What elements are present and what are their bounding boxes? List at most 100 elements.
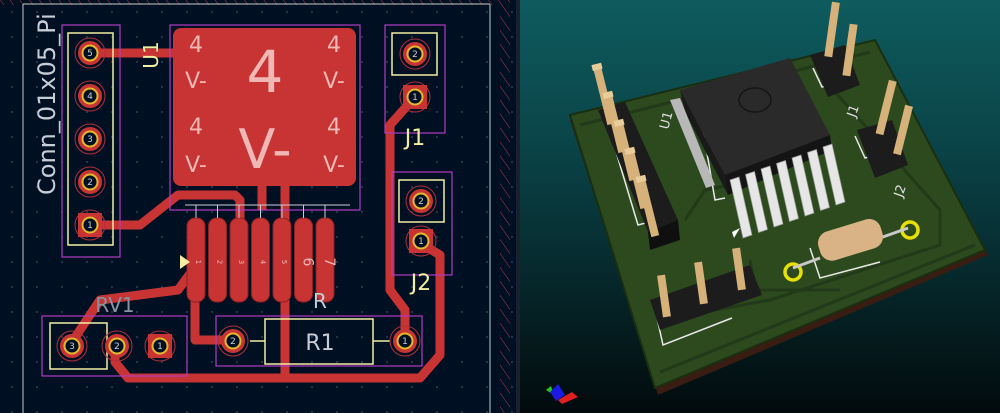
3d-header-pin xyxy=(636,176,660,238)
r1-ref-label: R1 xyxy=(305,331,334,356)
courtyard xyxy=(61,24,121,258)
3d-ic-lead xyxy=(776,160,799,222)
pad-number: 1 xyxy=(157,342,163,352)
pad[interactable]: 5 xyxy=(74,37,106,69)
u1-corner-name: V- xyxy=(323,69,345,94)
track-conn1-u1 xyxy=(90,190,245,240)
pad[interactable]: 1 xyxy=(389,325,421,357)
smd-pad[interactable]: 1 xyxy=(186,205,206,303)
smd-pad-number: 7 xyxy=(321,258,337,267)
pad[interactable]: 3 xyxy=(56,330,88,362)
smd-pad[interactable]: 4 xyxy=(251,205,270,303)
courtyard xyxy=(391,171,453,276)
footprint-conn-01x05[interactable]: 5 4 3 2 1 Conn_01x05_Pi xyxy=(33,13,121,258)
pad-hole xyxy=(406,88,424,106)
pad-number: 2 xyxy=(418,197,424,207)
conn-value-label: Conn_01x05_Pi xyxy=(33,13,61,195)
u1-ref-label: U1 xyxy=(139,41,163,68)
track-j2-rv1 xyxy=(110,236,445,383)
smd-pad[interactable]: 5 xyxy=(272,205,292,303)
pad-hole xyxy=(63,337,81,355)
pad[interactable]: 2 xyxy=(405,185,437,217)
u1-corner-name: V- xyxy=(185,69,207,94)
pad-clearance xyxy=(405,225,437,257)
smd-pad-number: 2 xyxy=(216,260,224,264)
pad[interactable]: 3 xyxy=(74,123,106,155)
3d-pin-tip xyxy=(602,90,614,99)
silkscreen-outline xyxy=(67,32,114,246)
pad-hole xyxy=(81,44,99,62)
pad-number: 5 xyxy=(87,49,93,59)
pad[interactable]: 1 xyxy=(405,225,437,257)
smd-pad[interactable]: 6 xyxy=(294,205,316,303)
pad[interactable]: 1 xyxy=(74,209,106,241)
smd-pad-number: 5 xyxy=(280,260,288,264)
courtyard xyxy=(169,24,361,211)
footprint-j1[interactable]: 2 1 J1 xyxy=(384,24,446,151)
smd-pad-number: 6 xyxy=(300,258,316,267)
3d-ic-lead xyxy=(729,176,753,239)
3d-viewer-canvas[interactable]: J1 J2 U1 xyxy=(520,0,1000,413)
pad-number: 2 xyxy=(114,342,120,352)
pad-hole xyxy=(81,173,99,191)
pad-clearance xyxy=(399,81,431,113)
panel-divider[interactable] xyxy=(516,0,520,413)
u1-corner-name: V- xyxy=(185,153,207,178)
zone-hatch-top xyxy=(0,0,500,5)
3d-ic-lead xyxy=(791,154,815,217)
u1-corner-net: 4 xyxy=(327,33,341,58)
3d-pin1-marker-icon xyxy=(732,228,740,238)
3d-j2-label: J2 xyxy=(891,183,910,200)
rv1-ref-label: RV1 xyxy=(95,293,134,317)
footprint-j2[interactable]: 21 J2 xyxy=(391,171,453,296)
pad-number: 2 xyxy=(230,337,236,347)
j1-ref-label: J1 xyxy=(403,126,426,151)
pad-hole xyxy=(81,216,99,234)
pad-clearance xyxy=(74,37,106,69)
courtyard xyxy=(41,315,188,377)
pad-clearance xyxy=(74,123,106,155)
pad-clearance xyxy=(217,325,249,357)
pad-number: 1 xyxy=(412,93,418,103)
pin1-marker-icon xyxy=(180,255,190,269)
pad[interactable]: 1 xyxy=(399,81,431,113)
3d-pin-tip xyxy=(591,62,603,71)
smd-pad[interactable]: 3 xyxy=(229,205,249,303)
pad[interactable]: 2 xyxy=(399,38,431,70)
smd-pad-number: 4 xyxy=(259,260,267,265)
pad-clearance xyxy=(389,325,421,357)
3d-u1-label: U1 xyxy=(657,110,676,131)
smd-pad[interactable]: 7 xyxy=(315,205,337,303)
3d-pin-tip xyxy=(613,118,625,127)
pad-clearance xyxy=(74,209,106,241)
footprint-rv1[interactable]: 3 2 1 RV1 xyxy=(41,293,188,377)
u1-tab-pad xyxy=(173,28,356,186)
3d-ic-u1 xyxy=(670,58,846,239)
pad[interactable]: 1 xyxy=(144,330,176,362)
smd-pad-number: 1 xyxy=(194,260,202,264)
u1-corner-net: 4 xyxy=(189,33,203,58)
u1-tab-net-big: 4 xyxy=(247,38,284,106)
u1-corner-net: 4 xyxy=(327,115,341,140)
pad-hole xyxy=(81,87,99,105)
3d-board-render: J1 J2 U1 xyxy=(546,1,988,404)
smd-pad[interactable]: 2 xyxy=(208,205,227,303)
pad-number: 4 xyxy=(87,92,93,102)
pad[interactable]: 2 xyxy=(217,325,249,357)
pad[interactable]: 2 xyxy=(101,330,133,362)
3d-resistor-r1 xyxy=(783,218,920,282)
pad-hole xyxy=(81,130,99,148)
footprint-r1[interactable]: R1 2 1 xyxy=(215,315,423,367)
axis-gizmo-icon[interactable] xyxy=(546,384,578,404)
pad-hole xyxy=(406,45,424,63)
pad-clearance xyxy=(399,38,431,70)
pad[interactable]: 2 xyxy=(74,166,106,198)
3d-header-j2: J2 xyxy=(857,79,913,200)
pad[interactable]: 4 xyxy=(74,80,106,112)
3d-conn-01x05 xyxy=(591,62,680,250)
pad-clearance xyxy=(74,80,106,112)
pad-hole xyxy=(412,232,430,250)
